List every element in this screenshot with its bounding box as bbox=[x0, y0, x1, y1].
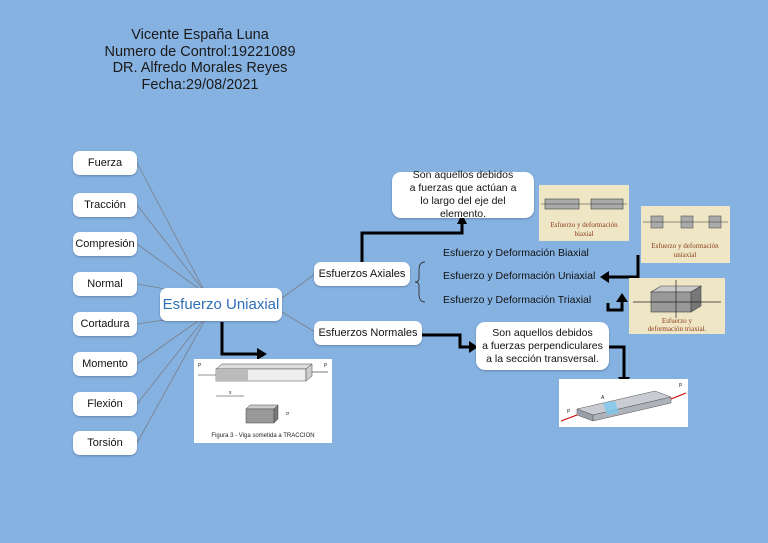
triaxial-caption-1: Esfuerzo y bbox=[662, 317, 693, 325]
image-uniaxial: Esfuerzo y deformación uniaxial bbox=[641, 206, 730, 263]
note-line: a la sección transversal. bbox=[486, 352, 599, 365]
leaf-label: Normal bbox=[87, 278, 123, 290]
leaf-traccion[interactable]: Tracción bbox=[73, 193, 137, 217]
central-topic-label: Esfuerzo Uniaxial bbox=[162, 296, 280, 313]
note-line: a fuerzas que actúan a bbox=[409, 182, 517, 194]
beam-p-right: P bbox=[679, 383, 683, 389]
normal-stress-beam-icon: P A P bbox=[560, 383, 687, 422]
sub-triaxial[interactable]: Esfuerzo y Deformación Triaxial bbox=[443, 294, 592, 306]
branch-esfuerzos-normales[interactable]: Esfuerzos Normales bbox=[314, 321, 422, 345]
leaf-label: Torsión bbox=[87, 437, 123, 449]
author-name: Vicente España Luna bbox=[131, 27, 269, 43]
image-figura-traccion: P P x σ Figura 3 - Viga sometida a TRACC… bbox=[194, 359, 332, 443]
x-label: x bbox=[229, 390, 232, 396]
note-axiales[interactable]: Son aquellos debidos a fuerzas que actúa… bbox=[392, 169, 534, 220]
control-number: Numero de Control:19221089 bbox=[104, 43, 296, 60]
sub-uniaxial[interactable]: Esfuerzo y Deformación Uniaxial bbox=[443, 270, 596, 282]
leaf-flexion[interactable]: Flexión bbox=[73, 392, 137, 416]
figura-caption: Figura 3 - Viga sometida a TRACCION bbox=[211, 433, 314, 439]
note-line: Son aquellos debidos bbox=[492, 326, 593, 339]
biaxial-caption-2: biaxial bbox=[574, 230, 593, 238]
p-label-left: P bbox=[198, 363, 202, 369]
uniaxial-diagram-icon: Esfuerzo y deformación uniaxial bbox=[643, 215, 728, 259]
image-normal-section: P A P bbox=[559, 379, 688, 427]
leaf-label: Fuerza bbox=[87, 157, 123, 169]
leaf-label: Momento bbox=[82, 358, 128, 370]
uniaxial-caption-1: Esfuerzo y deformación bbox=[651, 242, 719, 250]
leaf-torsion[interactable]: Torsión bbox=[73, 431, 137, 455]
triaxial-caption-2: deformación triaxial. bbox=[648, 325, 707, 333]
p-label-right: P bbox=[324, 363, 328, 369]
beam-a-label: A bbox=[601, 395, 605, 401]
leaf-momento[interactable]: Momento bbox=[73, 352, 137, 376]
leaf-label: Tracción bbox=[84, 199, 126, 211]
triaxial-diagram-icon: Esfuerzo y deformación triaxial. bbox=[633, 280, 721, 333]
branch-label: Esfuerzos Axiales bbox=[318, 268, 406, 280]
biaxial-caption-1: Esfuerzo y deformación bbox=[550, 221, 618, 229]
author-header: Vicente España Luna Numero de Control:19… bbox=[90, 27, 310, 93]
uniaxial-caption-2: uniaxial bbox=[674, 251, 697, 259]
note-line: Son aquellos debidos bbox=[412, 169, 514, 181]
sigma-label: σ bbox=[286, 411, 290, 417]
note-line: a fuerzas perpendiculares bbox=[482, 339, 603, 352]
traction-beam-icon: P P x σ Figura 3 - Viga sometida a TRACC… bbox=[198, 363, 328, 439]
branch-label: Esfuerzos Normales bbox=[318, 327, 418, 339]
sub-biaxial[interactable]: Esfuerzo y Deformación Biaxial bbox=[443, 247, 589, 259]
date-line: Fecha:29/08/2021 bbox=[141, 76, 259, 93]
branch-esfuerzos-axiales[interactable]: Esfuerzos Axiales bbox=[314, 262, 410, 286]
note-line: lo largo del eje del elemento. bbox=[420, 195, 506, 220]
biaxial-diagram-icon: Esfuerzo y deformación biaxial bbox=[541, 198, 627, 238]
beam-p-left: P bbox=[567, 409, 571, 415]
leaf-cortadura[interactable]: Cortadura bbox=[73, 312, 137, 336]
note-normales[interactable]: Son aquellos debidos a fuerzas perpendic… bbox=[476, 322, 609, 370]
central-topic[interactable]: Esfuerzo Uniaxial bbox=[160, 288, 282, 321]
image-triaxial: Esfuerzo y deformación triaxial. bbox=[629, 278, 725, 334]
leaf-fuerza[interactable]: Fuerza bbox=[73, 151, 137, 175]
leaf-label: Cortadura bbox=[80, 318, 130, 330]
professor-name: DR. Alfredo Morales Reyes bbox=[112, 60, 288, 76]
leaf-label: Compresión bbox=[75, 238, 135, 250]
leaf-compresion[interactable]: Compresión bbox=[73, 232, 137, 256]
image-biaxial: Esfuerzo y deformación biaxial bbox=[539, 185, 629, 241]
leaf-label: Flexión bbox=[87, 398, 123, 410]
leaf-normal[interactable]: Normal bbox=[73, 272, 137, 296]
